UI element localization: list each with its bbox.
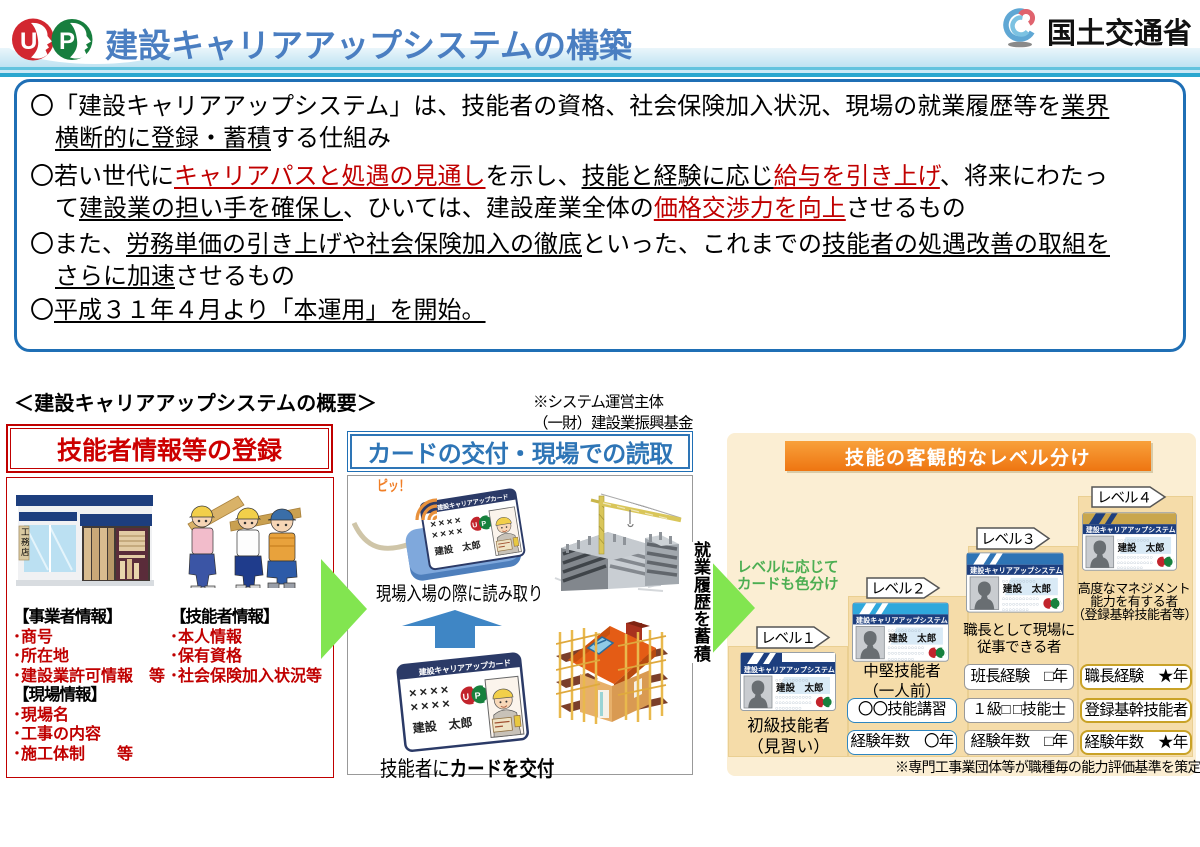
svg-text:務: 務 [21,537,30,547]
svg-text:U: U [20,28,37,55]
svg-text:レベル４: レベル４ [1097,491,1151,507]
svg-text:レベル２: レベル２ [871,582,925,598]
svg-text:工: 工 [21,527,30,537]
svg-text:レベル３: レベル３ [981,532,1035,548]
svg-text:P: P [59,28,75,55]
svg-text:店: 店 [21,547,30,557]
svg-text:レベル１: レベル１ [761,631,815,647]
